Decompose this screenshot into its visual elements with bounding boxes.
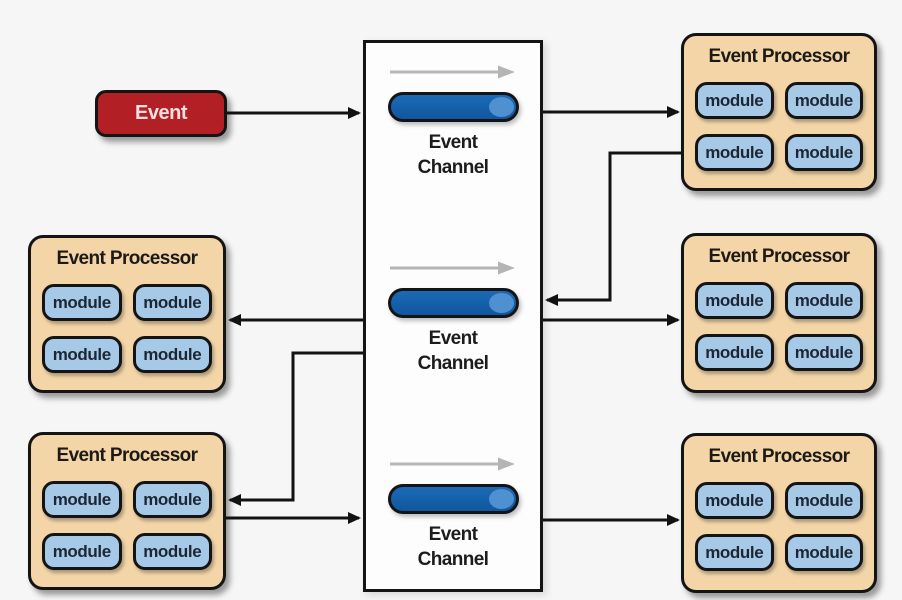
event-box: Event	[95, 90, 227, 137]
module-box: module	[784, 282, 863, 319]
module-box: module	[42, 481, 122, 518]
event-queue-pill	[387, 288, 519, 318]
module-box: module	[695, 482, 774, 519]
module-box: module	[695, 134, 774, 171]
flow-arrow-icon	[390, 65, 515, 79]
module-box: module	[784, 334, 863, 371]
event-processor-top-right: Event Processor module module module mod…	[681, 33, 877, 191]
event-processor-bottom-right: Event Processor module module module mod…	[681, 433, 877, 593]
module-box: module	[695, 82, 774, 119]
module-box: module	[784, 134, 863, 171]
module-box: module	[695, 534, 774, 571]
event-queue-pill	[387, 484, 519, 514]
module-box: module	[132, 533, 212, 570]
channel-section-1: Event Channel	[366, 64, 540, 180]
module-box: module	[132, 481, 212, 518]
event-processor-middle-left: Event Processor module module module mod…	[28, 235, 226, 393]
flow-arrow-icon	[390, 261, 515, 275]
pill-end-cap	[488, 97, 514, 117]
channel-section-3: Event Channel	[366, 456, 540, 572]
event-processor-bottom-left: Event Processor module module module mod…	[28, 432, 226, 590]
channel-label-2: Event Channel	[417, 328, 489, 375]
pill-end-cap	[488, 489, 514, 509]
module-box: module	[42, 533, 122, 570]
module-grid: module module module module	[695, 82, 863, 171]
module-box: module	[695, 282, 774, 319]
event-channel-container: Event Channel Event Channel Event Channe…	[363, 40, 543, 592]
flow-arrow-icon	[390, 457, 515, 471]
event-queue-pill	[387, 92, 519, 122]
edge-channel-2-to-processor-bottom-left	[228, 351, 363, 506]
event-label: Event	[135, 102, 187, 124]
module-grid: module module module module	[695, 282, 863, 371]
module-grid: module module module module	[42, 481, 212, 570]
event-processor-middle-right: Event Processor module module module mod…	[681, 233, 877, 393]
module-box: module	[42, 284, 122, 321]
processor-title: Event Processor	[708, 446, 851, 467]
channel-label-3: Event Channel	[417, 524, 489, 571]
edge-processor-top-right-to-channel-2	[545, 151, 681, 306]
module-grid: module module module module	[42, 284, 212, 373]
processor-title: Event Processor	[708, 246, 851, 267]
processor-title: Event Processor	[708, 46, 851, 67]
module-box: module	[695, 334, 774, 371]
module-box: module	[784, 482, 863, 519]
pill-end-cap	[488, 293, 514, 313]
module-box: module	[132, 336, 212, 373]
channel-label-1: Event Channel	[417, 132, 489, 179]
module-grid: module module module module	[695, 482, 863, 571]
module-box: module	[132, 284, 212, 321]
module-box: module	[784, 82, 863, 119]
module-box: module	[42, 336, 122, 373]
processor-title: Event Processor	[56, 445, 199, 466]
module-box: module	[784, 534, 863, 571]
channel-section-2: Event Channel	[366, 260, 540, 376]
processor-title: Event Processor	[56, 248, 199, 269]
